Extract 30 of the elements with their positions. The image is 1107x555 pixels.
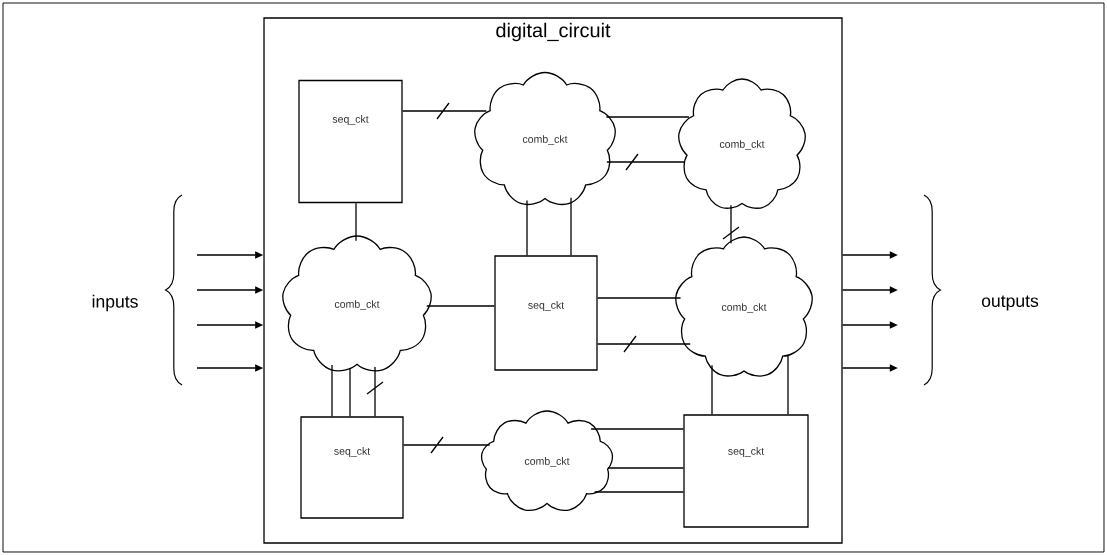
bus-line xyxy=(606,153,686,171)
bus-line xyxy=(597,335,691,353)
logic-cloud: comb_ckt xyxy=(675,236,813,377)
wire xyxy=(597,297,682,299)
bus-line xyxy=(722,204,740,244)
logic-cloud: comb_ckt xyxy=(282,235,432,372)
wire xyxy=(593,491,684,493)
logic-cloud: comb_ckt xyxy=(480,410,614,512)
sequential-box: seq_ckt xyxy=(683,414,809,528)
side-label: inputs xyxy=(92,294,138,312)
logic-cloud: comb_ckt xyxy=(678,78,806,209)
wire xyxy=(605,116,690,118)
sequential-box: seq_ckt xyxy=(298,79,403,204)
wire xyxy=(607,467,684,469)
bus-line xyxy=(402,102,488,120)
side-label: outputs xyxy=(981,295,1039,311)
wire xyxy=(331,364,333,417)
sequential-box: seq_ckt xyxy=(300,416,404,519)
logic-cloud: comb_ckt xyxy=(474,71,616,206)
wire xyxy=(349,368,351,417)
wire xyxy=(787,355,789,415)
wire xyxy=(426,305,495,307)
wire xyxy=(590,428,684,430)
wire xyxy=(355,202,357,242)
wire xyxy=(711,364,713,415)
sequential-box: seq_ckt xyxy=(494,255,598,371)
bus-line xyxy=(403,436,491,454)
wire xyxy=(526,199,528,256)
bus-line xyxy=(366,366,384,417)
wire xyxy=(570,197,572,256)
